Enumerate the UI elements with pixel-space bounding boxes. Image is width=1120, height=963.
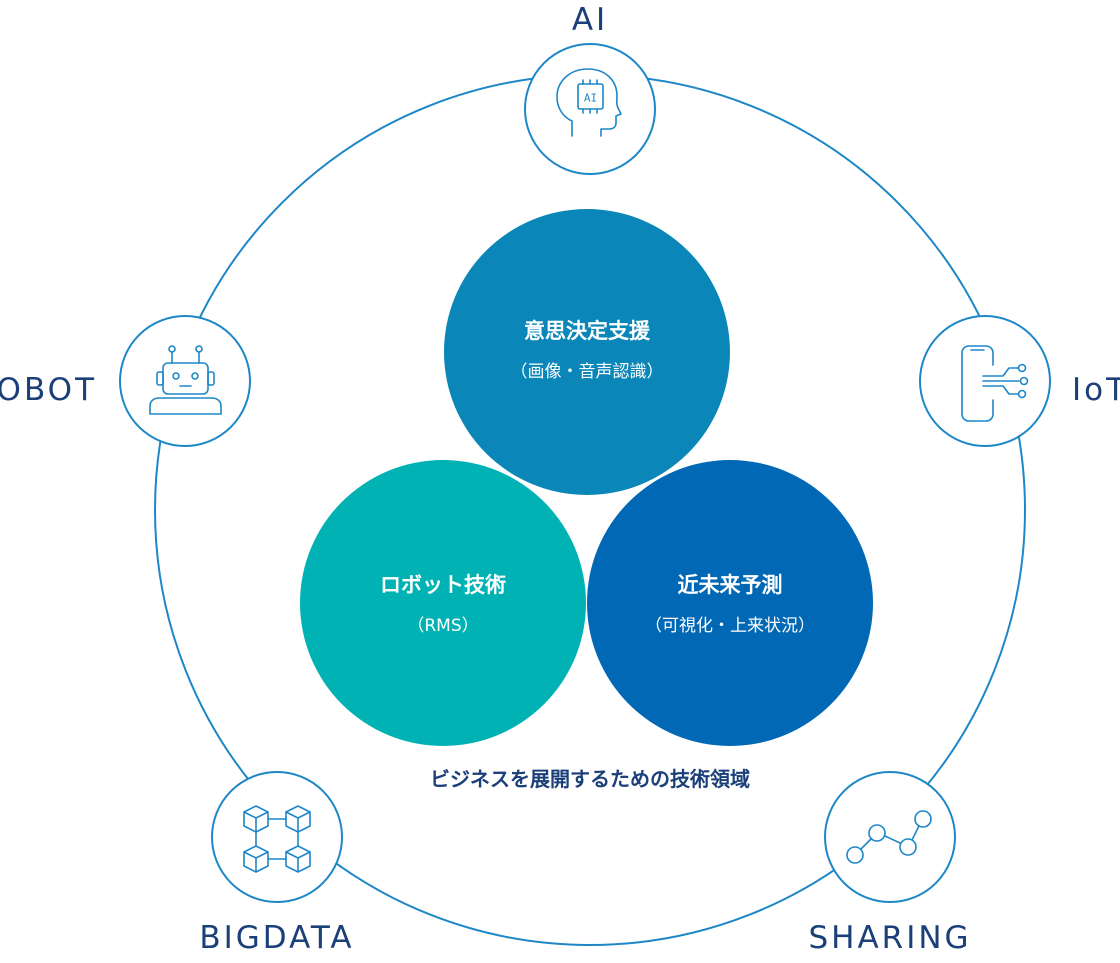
robot-icon bbox=[149, 345, 222, 415]
robot-technology-title: ロボット技術 bbox=[380, 573, 506, 597]
near-future-forecast-subtitle: （可視化・上来状況） bbox=[645, 616, 815, 636]
ai-chip-text: AI bbox=[584, 92, 597, 105]
bigdata-label: BIGDATA bbox=[199, 920, 354, 956]
ai-label: AI bbox=[572, 2, 608, 38]
robot-label: ROBOT bbox=[0, 372, 97, 408]
robot-node-circle bbox=[119, 315, 251, 447]
robot-node: ROBOT bbox=[0, 315, 251, 447]
iot-label: IoT bbox=[1072, 372, 1120, 408]
near-future-forecast-circle bbox=[587, 460, 873, 746]
decision-support-subtitle: （画像・音声認識） bbox=[511, 362, 664, 382]
decision-support-title: 意思決定支援 bbox=[524, 319, 651, 343]
share-graph-icon bbox=[846, 810, 932, 864]
near-future-forecast-title: 近未来予測 bbox=[678, 573, 783, 597]
sharing-label: SHARING bbox=[808, 920, 971, 956]
ai-node: AI AI bbox=[524, 2, 656, 175]
cubes-network-icon bbox=[243, 805, 311, 873]
sharing-node: SHARING bbox=[808, 771, 971, 956]
iot-node: IoT bbox=[919, 315, 1120, 447]
ai-head-icon bbox=[556, 68, 622, 137]
robot-technology-subtitle: （RMS） bbox=[407, 616, 478, 636]
bigdata-node: BIGDATA bbox=[199, 771, 354, 956]
robot-technology-circle bbox=[300, 460, 586, 746]
bigdata-node-circle bbox=[211, 771, 343, 903]
sharing-node-circle bbox=[824, 771, 956, 903]
decision-support-circle bbox=[444, 209, 730, 495]
smartphone-network-icon bbox=[961, 345, 1029, 422]
diagram-caption: ビジネスを展開するための技術領域 bbox=[430, 767, 750, 791]
